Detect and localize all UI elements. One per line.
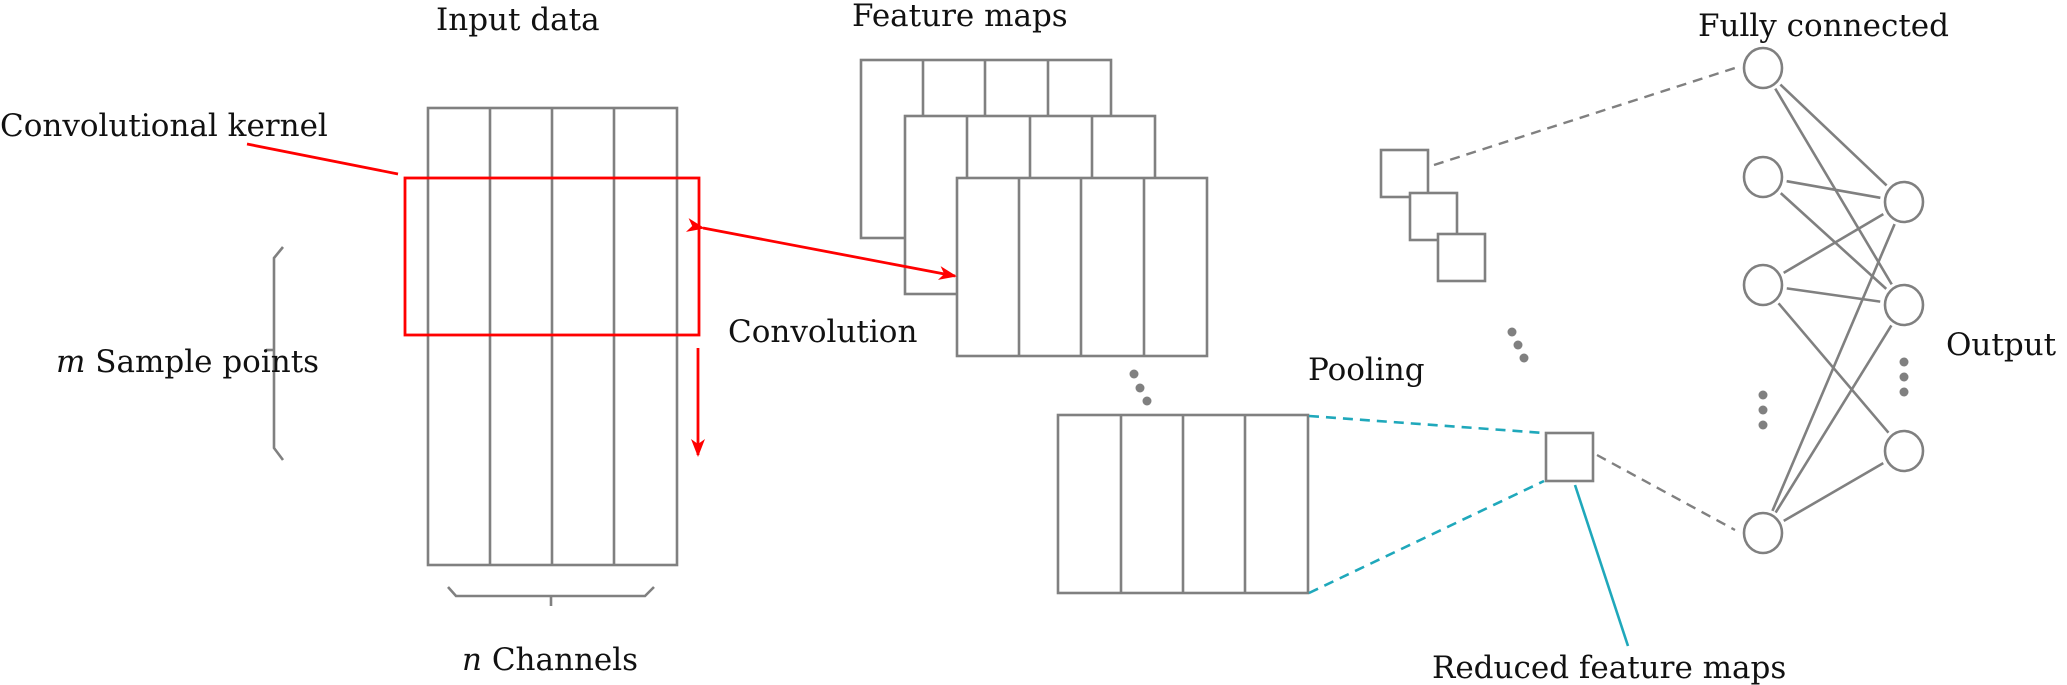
- n-variable: n: [462, 642, 482, 678]
- fc-ellipsis: [1758, 390, 1768, 430]
- ellipsis-dot: [1899, 387, 1909, 397]
- convolution-label: Convolution: [728, 314, 917, 350]
- fc-layer: [1742, 46, 1784, 555]
- fc-edge: [1786, 179, 1881, 200]
- kernel-leader-line: [246, 142, 399, 176]
- ellipsis-dot: [1519, 353, 1529, 363]
- flatten-link-bottom: [1596, 453, 1736, 532]
- fc-edge: [1774, 87, 1893, 286]
- brace-path: [272, 246, 285, 461]
- fc-edge: [1783, 461, 1884, 523]
- fc-edge: [1786, 287, 1881, 303]
- pooling-link-bottom: [1308, 479, 1545, 595]
- input-data-matrix: [426, 106, 679, 567]
- conv-kernel-label: Convolutional kernel: [0, 108, 328, 144]
- ellipsis-dot: [1758, 405, 1768, 415]
- ellipsis-dot: [1758, 390, 1768, 400]
- ellipsis-dot: [1513, 340, 1523, 350]
- sample-points-brace: [266, 246, 285, 461]
- reduced-maps-ellipsis: [1507, 327, 1529, 363]
- fc-edge: [1779, 83, 1888, 187]
- pooling-label: Pooling: [1308, 352, 1425, 388]
- ellipsis-dot: [1129, 369, 1139, 379]
- m-variable: m: [56, 344, 85, 380]
- fully-connected-label: Fully connected: [1698, 8, 1949, 44]
- feature-map-front: [955, 176, 1209, 358]
- fc-edge: [1774, 324, 1893, 514]
- ellipsis-dot: [1758, 420, 1768, 430]
- output-label: Output: [1946, 327, 2057, 363]
- output-neuron: [1883, 283, 1925, 327]
- feature-maps-label: Feature maps: [852, 0, 1068, 34]
- reduced-map-square: [1379, 148, 1430, 199]
- channels-brace: [447, 586, 655, 606]
- output-layer: [1883, 180, 1925, 473]
- ellipsis-dot: [1135, 383, 1145, 393]
- brace-path: [447, 586, 655, 598]
- pooling-link-top: [1308, 414, 1545, 435]
- ellipsis-dot: [1507, 327, 1517, 337]
- flatten-link-top: [1433, 66, 1736, 167]
- output-ellipsis: [1899, 357, 1909, 397]
- feature-maps-ellipsis: [1129, 369, 1152, 406]
- channels-label: n Channels: [462, 642, 638, 678]
- reduced-maps-leader: [1573, 484, 1630, 647]
- fc-neuron: [1742, 46, 1784, 90]
- reduced-feature-maps-label: Reduced feature maps: [1432, 650, 1786, 685]
- fc-neuron: [1742, 155, 1784, 199]
- fc-neuron: [1742, 511, 1784, 555]
- ellipsis-dot: [1899, 372, 1909, 382]
- feature-map-last: [1056, 413, 1310, 595]
- reduced-feature-map: [1544, 431, 1595, 483]
- ellipsis-dot: [1899, 357, 1909, 367]
- reduced-map-square: [1408, 191, 1459, 242]
- reduced-map-square: [1436, 232, 1487, 283]
- sample-points-label: m Sample points: [56, 344, 319, 380]
- fc-edge: [1783, 213, 1884, 274]
- fc-neuron: [1742, 263, 1784, 307]
- output-neuron: [1883, 180, 1925, 224]
- fc-edge: [1779, 192, 1888, 290]
- fc-edge: [1771, 223, 1896, 512]
- fc-edges: [1771, 83, 1896, 523]
- input-data-label: Input data: [436, 2, 600, 38]
- reduced-feature-map-stack: [1379, 148, 1487, 283]
- convolution-arrow: [685, 218, 957, 280]
- output-neuron: [1883, 429, 1925, 473]
- ellipsis-dot: [1142, 396, 1152, 406]
